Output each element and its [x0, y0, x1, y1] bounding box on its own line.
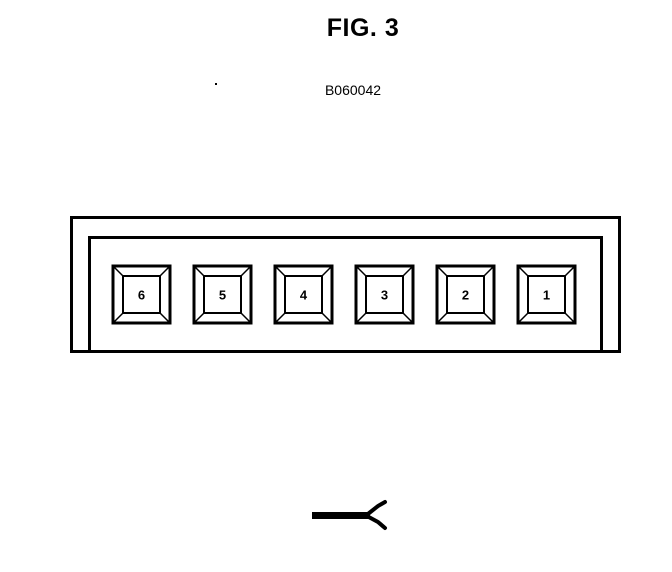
pin-number-label: 4: [300, 288, 308, 303]
pin-cavity-3: 3: [354, 264, 415, 325]
pin-cavity-bevel: [193, 265, 205, 277]
scan-speck: [215, 83, 217, 85]
figure-code: B060042: [324, 82, 382, 98]
pin-cavity-bevel: [112, 312, 124, 324]
pin-cavity-bevel: [355, 265, 367, 277]
pin-cavity-bevel: [355, 312, 367, 324]
pin-number-label: 5: [219, 288, 226, 303]
pin-cavity-bevel: [321, 312, 333, 324]
pin-cavity-bevel: [321, 265, 333, 277]
pin-cavity-bevel: [112, 265, 124, 277]
pin-cavity-1: 1: [516, 264, 577, 325]
pin-cavity-2: 2: [435, 264, 496, 325]
pin-cavity-bevel: [564, 265, 576, 277]
pin-number-label: 3: [381, 288, 388, 303]
pin-cavity-5: 5: [192, 264, 253, 325]
pin-cavity-bevel: [159, 265, 171, 277]
pin-cavity-bevel: [483, 265, 495, 277]
pin-cavity-bevel: [274, 312, 286, 324]
connector-housing-inner: [88, 236, 603, 351]
pin-cavity-bevel: [274, 265, 286, 277]
pin-number-label: 1: [543, 288, 550, 303]
pin-cavity-socket: [446, 275, 485, 314]
pin-cavity-bevel: [436, 265, 448, 277]
pin-cavity-bevel: [193, 312, 205, 324]
pin-cavity-4: 4: [273, 264, 334, 325]
pin-cavity-socket: [284, 275, 323, 314]
pin-cavity-socket: [122, 275, 161, 314]
pin-cavity-bevel: [517, 265, 529, 277]
pin-cavity-bevel: [517, 312, 529, 324]
pin-cavity-socket: [365, 275, 404, 314]
pin-cavity-bevel: [564, 312, 576, 324]
pin-cavity-bevel: [483, 312, 495, 324]
pin-cavity-bevel: [402, 312, 414, 324]
connector-housing-outer: [70, 216, 621, 353]
pin-number-label: 2: [462, 288, 469, 303]
pin-cavities: 6 5 4 3 2 1: [111, 264, 577, 325]
wire-fork-icon: [312, 500, 387, 530]
pin-number-label: 6: [138, 288, 145, 303]
pin-cavity-bevel: [436, 312, 448, 324]
pin-cavity-socket: [527, 275, 566, 314]
pin-cavity-socket: [203, 275, 242, 314]
pin-cavity-bevel: [240, 312, 252, 324]
figure-title: FIG. 3: [326, 14, 400, 42]
pin-cavity-6: 6: [111, 264, 172, 325]
pin-cavity-bevel: [240, 265, 252, 277]
pin-cavity-bevel: [402, 265, 414, 277]
pin-cavity-bevel: [159, 312, 171, 324]
